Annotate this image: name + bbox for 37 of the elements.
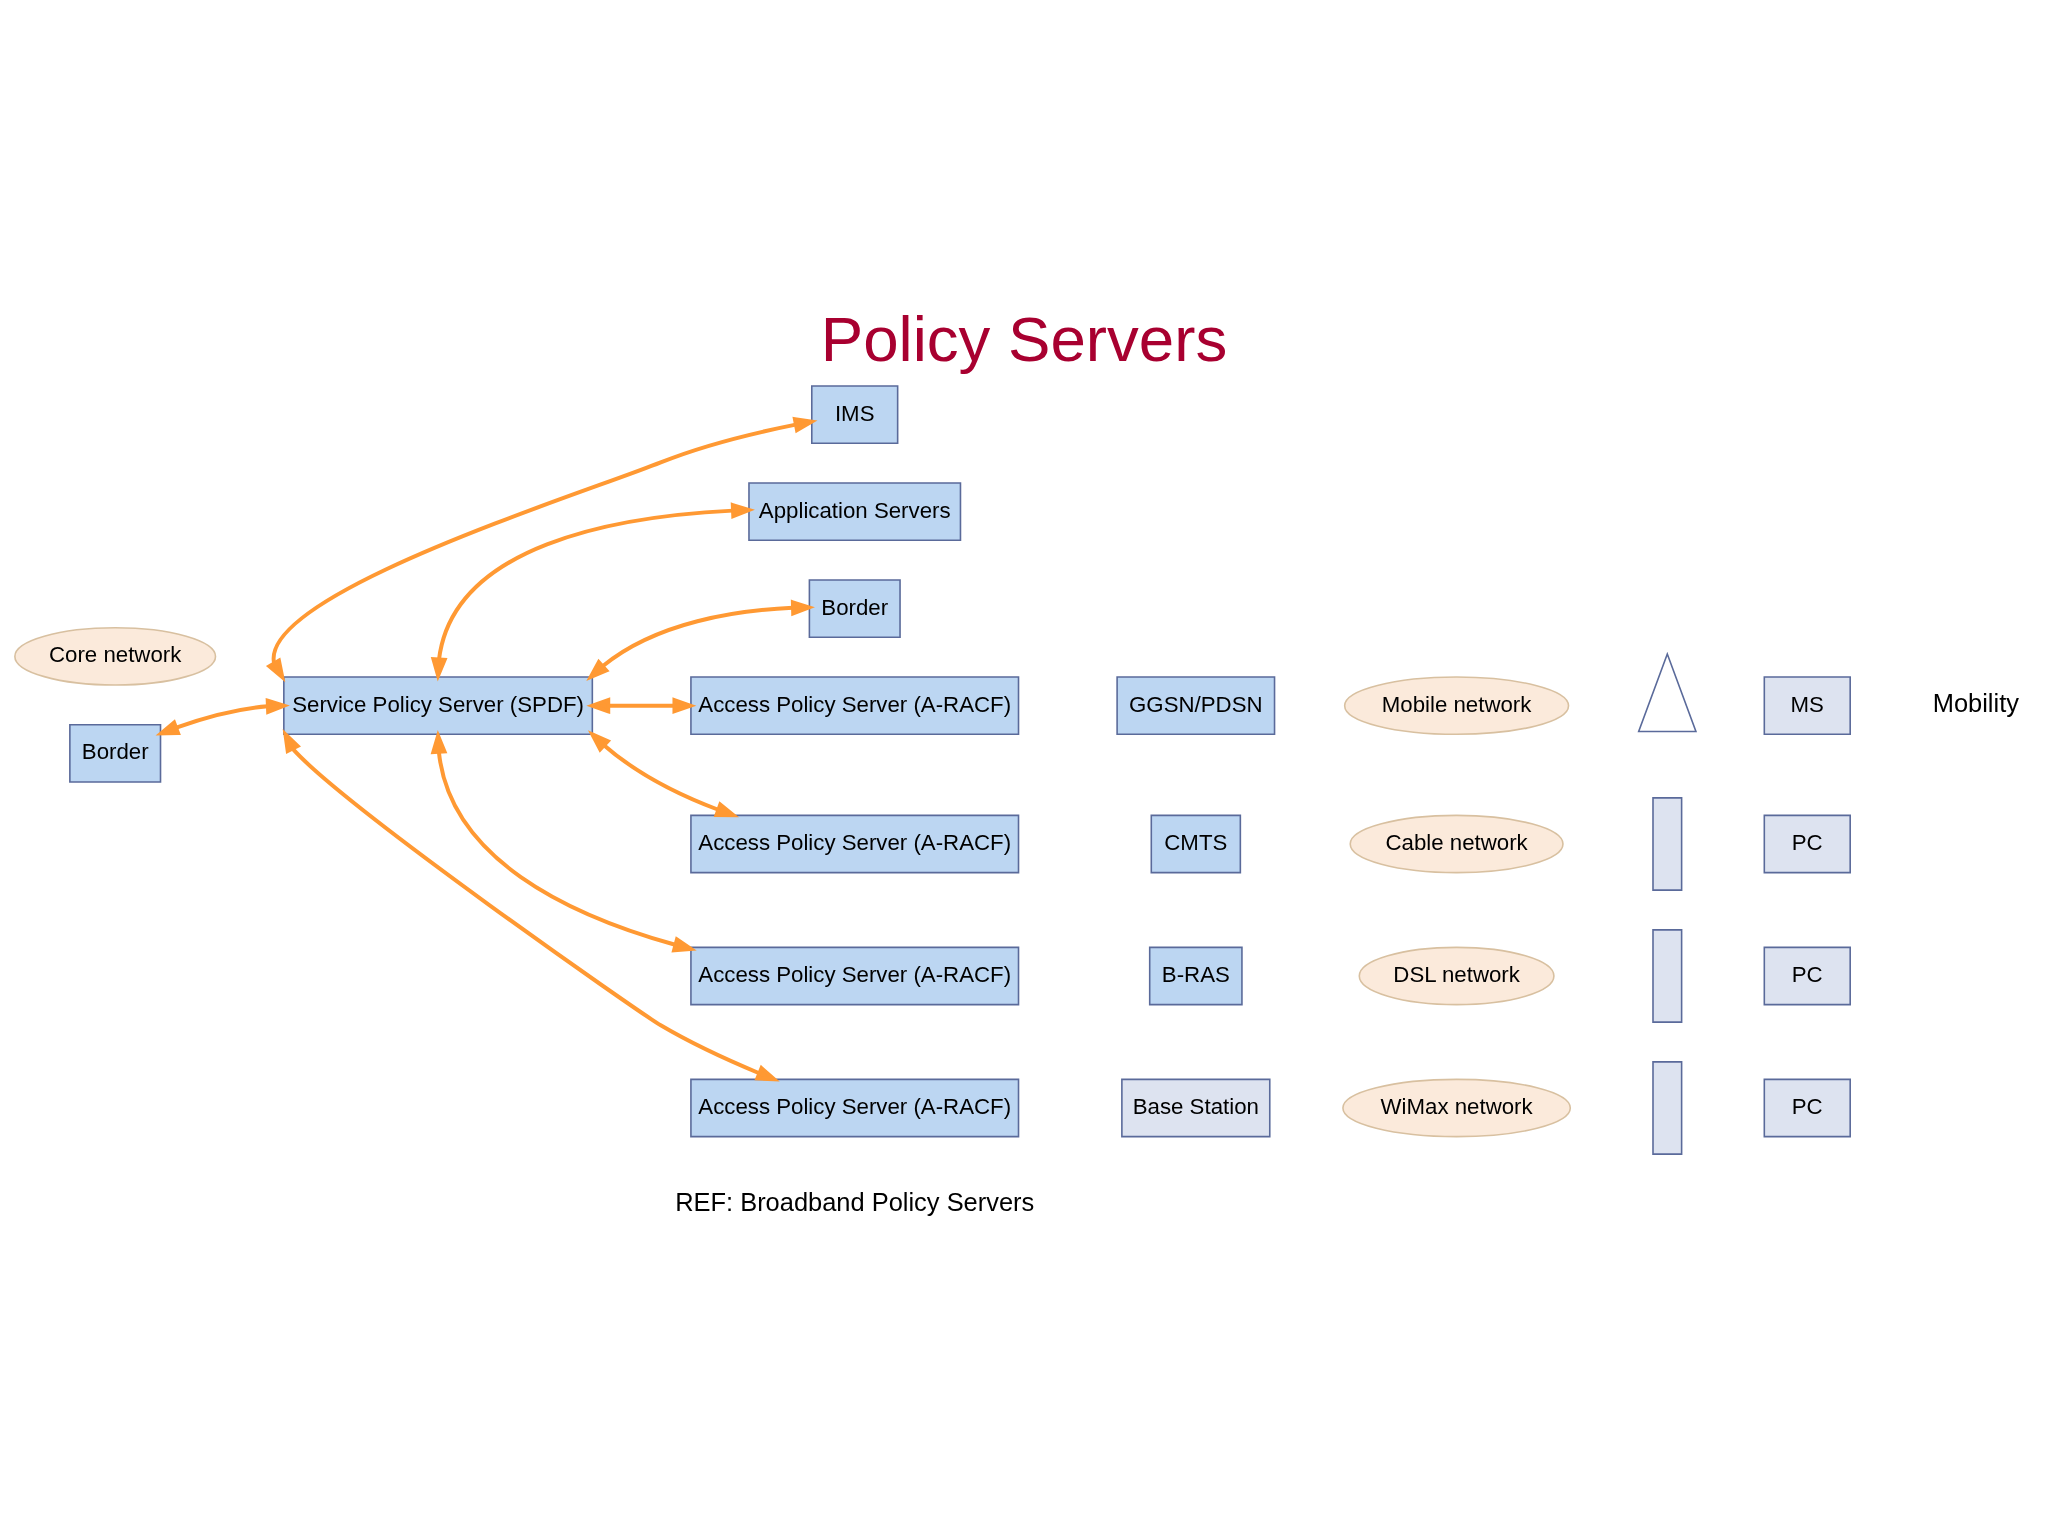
node-box: Access Policy Server (A-RACF) — [690, 946, 1020, 1005]
node-box: Access Policy Server (A-RACF) — [690, 1078, 1020, 1137]
arrow — [430, 501, 755, 681]
label: Mobility — [1932, 688, 2019, 717]
arrow — [155, 697, 290, 736]
node-ellipse: Cable network — [1349, 814, 1564, 873]
node-box: Application Servers — [748, 481, 962, 541]
node-box: Border — [808, 578, 901, 638]
node-box: Access Policy Server (A-RACF) — [690, 675, 1020, 735]
node-box: Service Policy Server (SPDF) — [283, 675, 594, 735]
arrow — [587, 729, 740, 817]
node-box: CMTS — [1150, 814, 1242, 873]
node-box: PC — [1763, 1078, 1851, 1137]
node-box: Border — [69, 723, 162, 783]
node-box: B-RAS — [1148, 946, 1243, 1005]
node-box: Access Policy Server (A-RACF) — [690, 814, 1020, 873]
node-box — [1652, 928, 1683, 1023]
arrow — [265, 416, 818, 682]
node-box: IMS — [811, 384, 899, 444]
node-box: Base Station — [1121, 1078, 1271, 1137]
caption: REF: Broadband Policy Servers — [675, 1187, 1035, 1216]
node-ellipse: WiMax network — [1342, 1078, 1572, 1137]
node-box: PC — [1763, 946, 1851, 1005]
arrow — [586, 696, 697, 714]
node-ellipse: DSL network — [1358, 946, 1555, 1005]
diagram-title: Policy Servers — [820, 302, 1228, 374]
arrow — [282, 728, 780, 1082]
node-tower — [1637, 651, 1698, 732]
arrow — [586, 599, 815, 681]
node-box: PC — [1763, 814, 1851, 873]
arrow — [430, 729, 697, 952]
node-box: MS — [1763, 675, 1851, 735]
node-ellipse: Mobile network — [1343, 675, 1570, 735]
node-ellipse: Core network — [14, 626, 217, 686]
node-box — [1652, 1060, 1683, 1155]
node-box: GGSN/PDSN — [1116, 675, 1276, 735]
node-box — [1652, 796, 1683, 891]
